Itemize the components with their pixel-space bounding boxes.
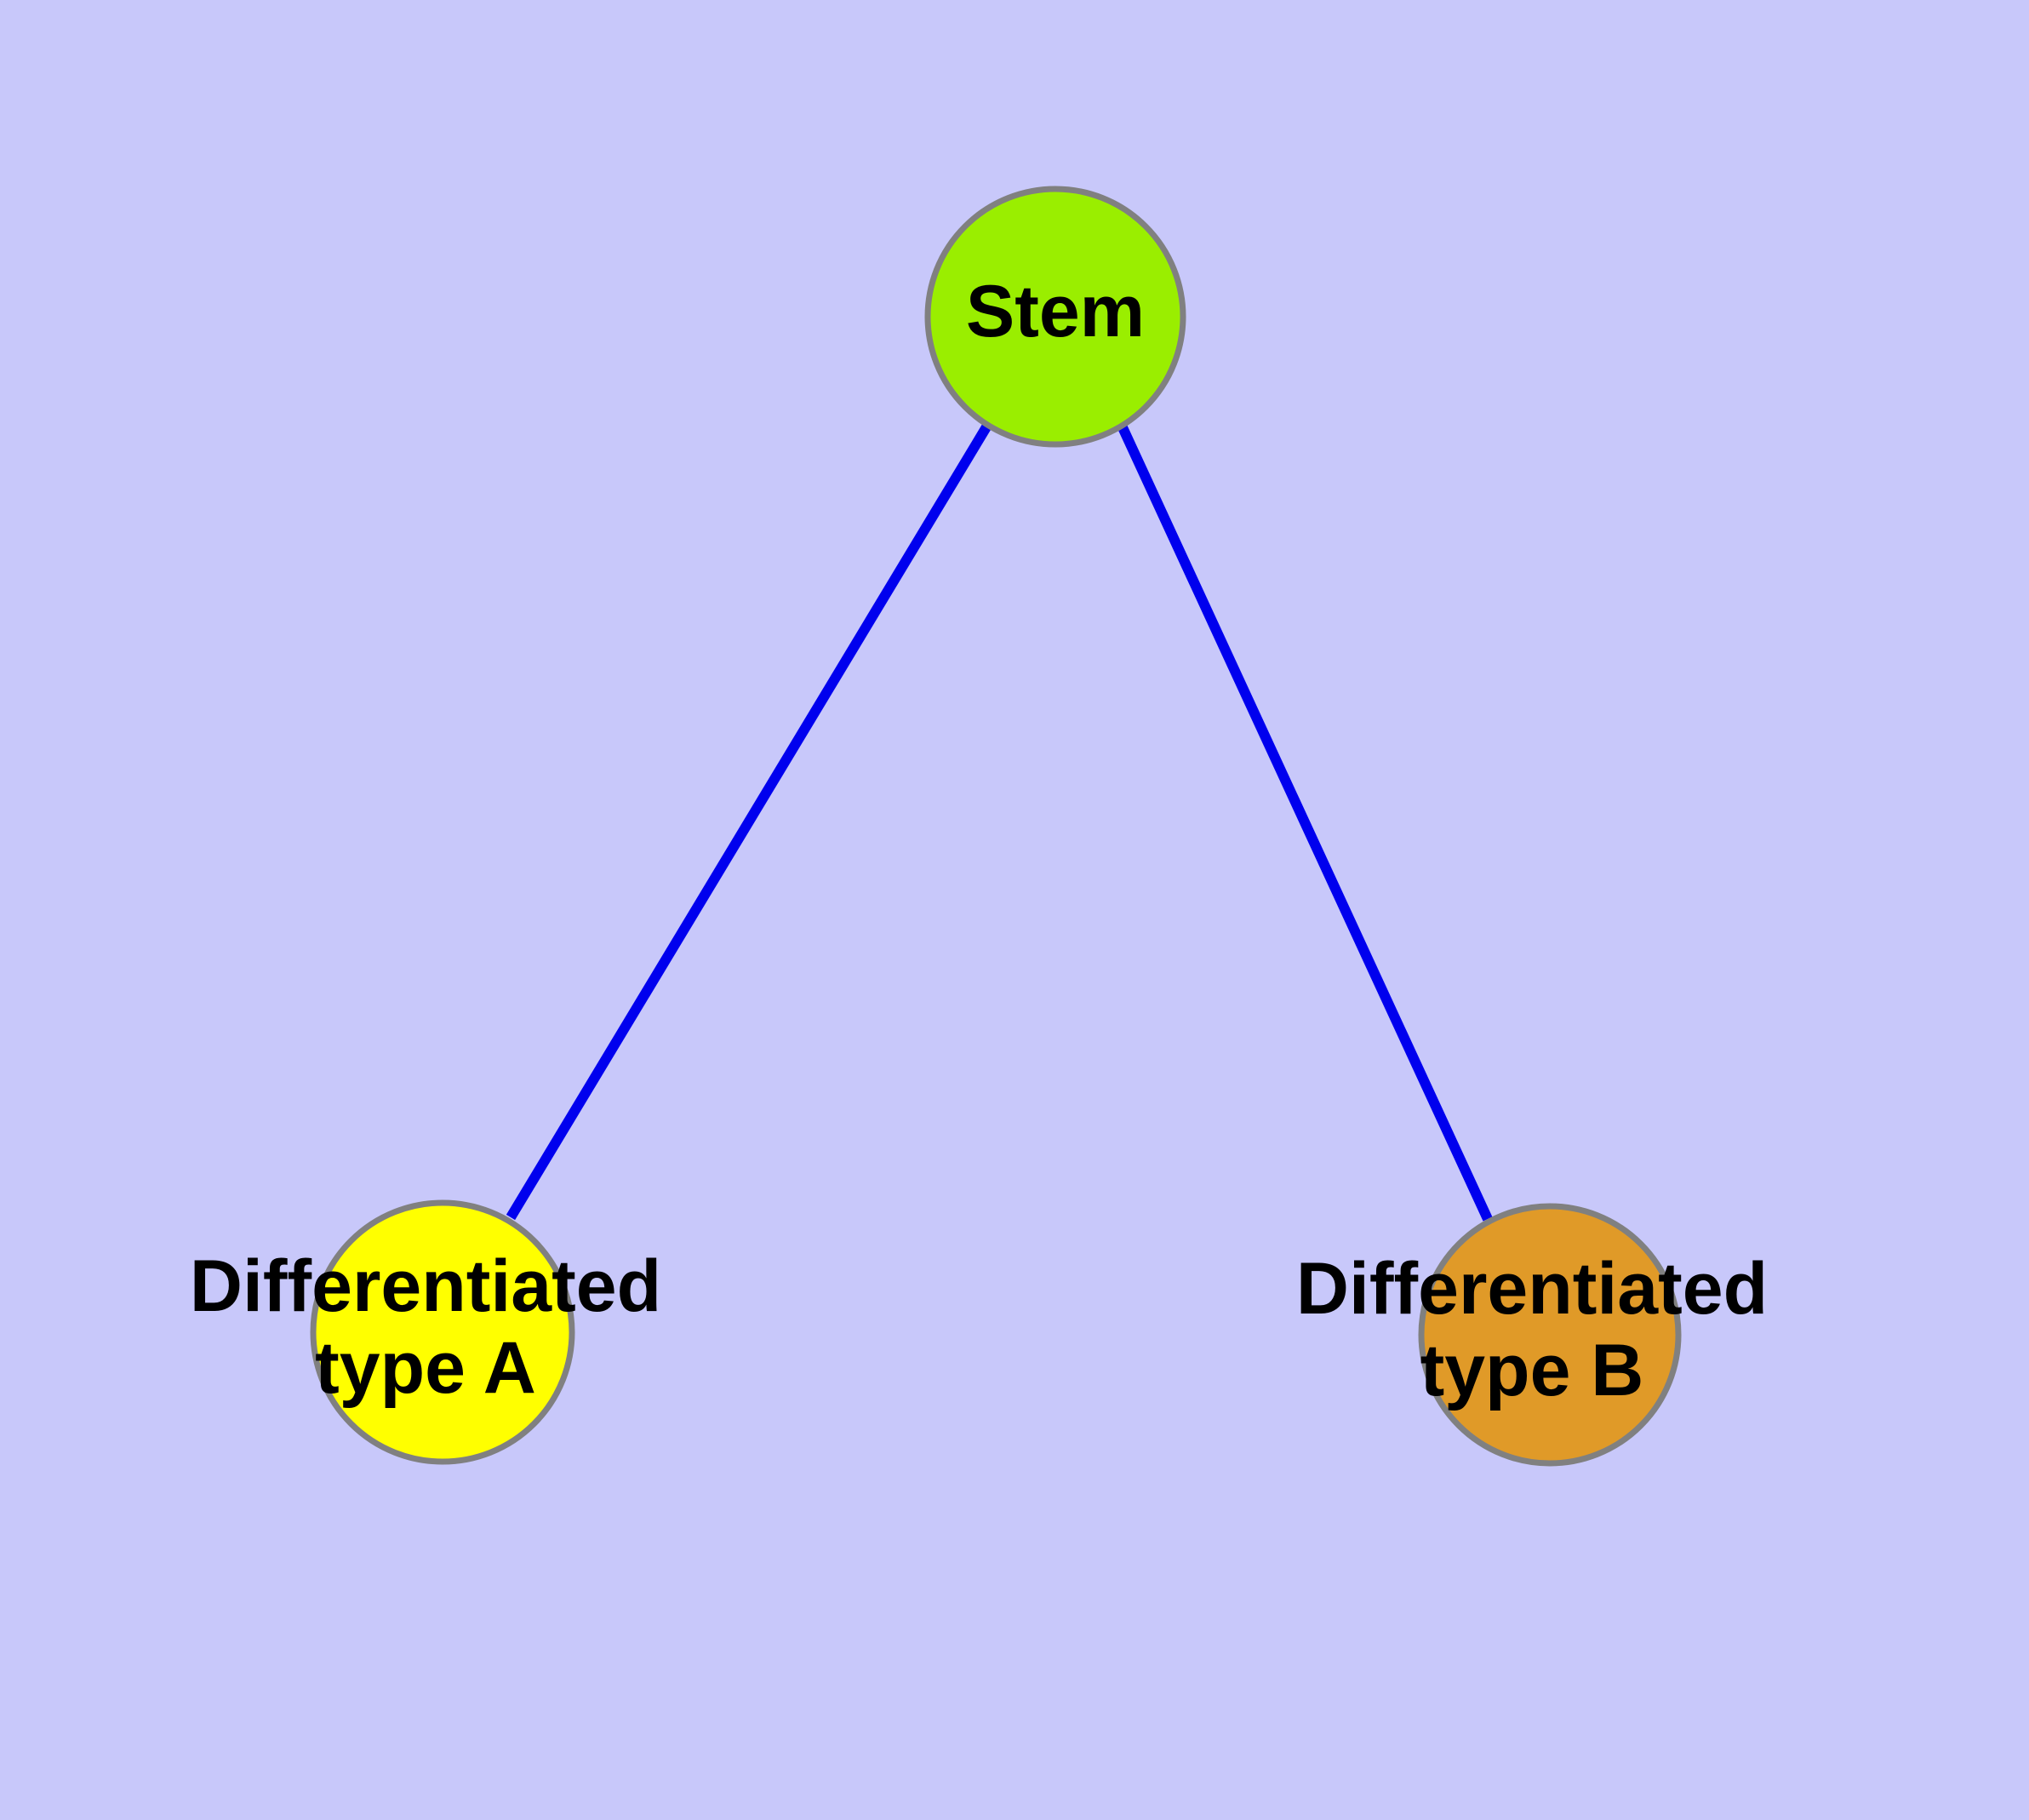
edge-stem-to-differentiated-type-b[interactable] — [1117, 423, 1493, 1222]
label-line: type A — [315, 1327, 536, 1409]
node-differentiated-type-a-circle[interactable] — [310, 1199, 575, 1465]
label-line: type B — [1420, 1330, 1644, 1411]
node-stem-circle[interactable] — [924, 186, 1186, 448]
node-differentiated-type-a[interactable] — [310, 1199, 575, 1465]
label-line: Stem — [966, 271, 1145, 352]
nodes-group — [310, 186, 1682, 1467]
node-stem[interactable] — [924, 186, 1186, 448]
node-differentiated-type-b[interactable] — [1418, 1203, 1682, 1467]
edge-stem-to-differentiated-type-a[interactable] — [506, 422, 992, 1221]
label-line: Differentiated — [1296, 1248, 1768, 1330]
node-differentiated-type-b-circle[interactable] — [1418, 1203, 1682, 1467]
node-stem-label: Stem — [966, 271, 1145, 352]
edges-group — [506, 422, 1493, 1222]
label-line: Differentiated — [190, 1245, 661, 1327]
